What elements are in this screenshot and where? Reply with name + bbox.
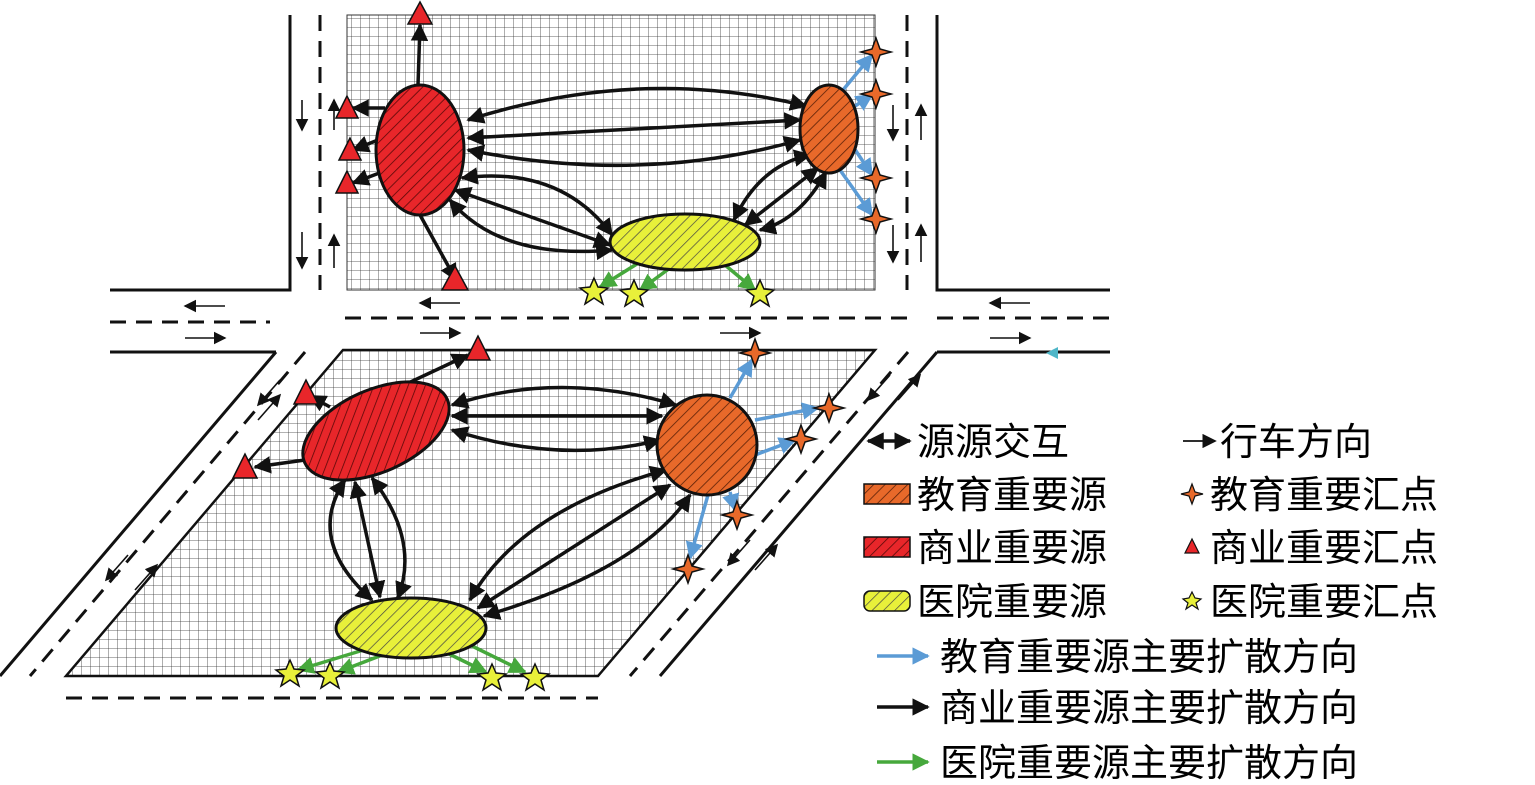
legend-source-interaction-label: 源源交互 [917, 420, 1069, 464]
bottom-education-sinks [670, 336, 847, 586]
legend-education-diffusion-label: 教育重要源主要扩散方向 [940, 635, 1358, 679]
top-source-interactions [448, 86, 828, 261]
legend: 源源交互 行车方向 教育重要源 教育重要汇点 商业重要源 商业重要汇点 医院重要… [863, 420, 1438, 785]
legend-education-sink-label: 教育重要汇点 [1210, 473, 1438, 517]
top-education-source [798, 83, 860, 175]
legend-driving-direction: 行车方向 [1183, 420, 1372, 464]
legend-driving-direction-label: 行车方向 [1220, 420, 1372, 464]
legend-education-source-label: 教育重要源 [917, 473, 1107, 517]
legend-hospital-sink-label: 医院重要汇点 [1210, 580, 1438, 624]
legend-commercial-source-swatch [863, 536, 911, 558]
legend-commercial-sink-icon [1184, 537, 1200, 554]
top-commercial-source [374, 83, 466, 217]
bottom-hospital-sinks [274, 658, 551, 692]
top-hospital-source [608, 212, 762, 272]
top-education-diffusion [838, 53, 874, 217]
top-commercial-sinks [334, 0, 470, 291]
legend-education-sink-icon [1180, 482, 1204, 506]
top-roads [110, 15, 1110, 354]
bottom-block [0, 334, 939, 700]
legend-source-interaction: 源源交互 [866, 420, 1069, 464]
small-cyan-marker [1046, 347, 1058, 359]
bottom-traffic-arrows [104, 373, 922, 591]
legend-commercial-diffusion-label: 商业重要源主要扩散方向 [940, 686, 1358, 730]
top-block [110, 0, 1110, 359]
bottom-commercial-sinks [231, 334, 492, 479]
legend-commercial-source-label: 商业重要源 [917, 526, 1107, 570]
legend-hospital-source-swatch [863, 590, 911, 612]
bottom-commercial-source [301, 380, 451, 482]
legend-hospital-sink-icon [1181, 590, 1203, 611]
legend-hospital-diffusion-label: 医院重要源主要扩散方向 [940, 741, 1358, 785]
top-commercial-diffusion [351, 23, 458, 282]
top-education-sinks [858, 35, 894, 236]
bottom-hospital-source [334, 596, 488, 660]
top-hospital-diffusion [598, 260, 757, 292]
legend-commercial-sink-label: 商业重要汇点 [1210, 526, 1438, 570]
top-hospital-sinks [578, 276, 776, 308]
bottom-education-source [655, 393, 759, 497]
legend-education-source-swatch [863, 483, 911, 505]
top-traffic-arrows [183, 98, 1032, 345]
legend-hospital-source-label: 医院重要源 [917, 580, 1107, 624]
bottom-roads [0, 351, 939, 700]
bottom-source-interactions [328, 385, 692, 620]
